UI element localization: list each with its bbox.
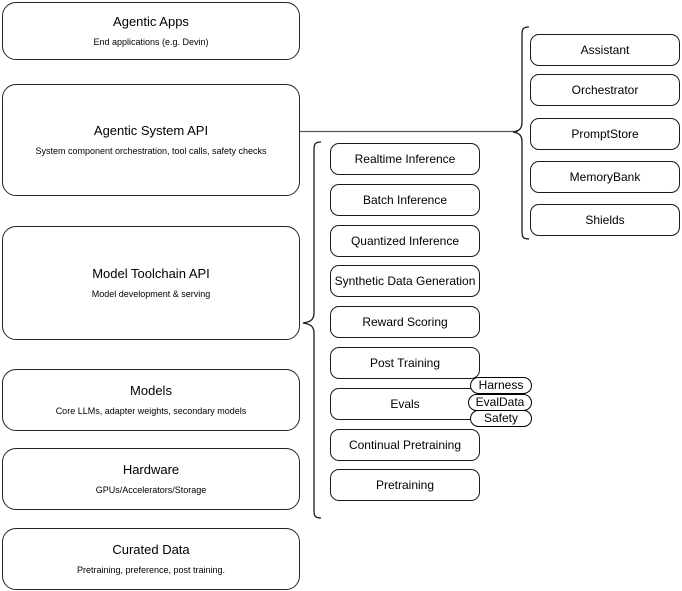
chip-label: Shields [585, 212, 625, 227]
chip-label: Continual Pretraining [348, 437, 462, 452]
chip-label: Quantized Inference [350, 233, 460, 248]
toolchain-chip-realtime-inference[interactable]: Realtime Inference [330, 143, 480, 175]
agentic-chip-memorybank[interactable]: MemoryBank [530, 161, 680, 193]
layer-subtitle: Pretraining, preference, post training. [76, 564, 226, 575]
chip-label: Assistant [580, 42, 630, 57]
layer-subtitle: GPUs/Accelerators/Storage [95, 484, 207, 495]
eval-badge-evaldata[interactable]: EvalData [468, 394, 532, 411]
chip-label: Post Training [369, 355, 441, 370]
toolchain-chip-post-training[interactable]: Post Training [330, 347, 480, 379]
layer-title: Curated Data [112, 542, 190, 558]
layer-box-model-toolchain-api[interactable]: Model Toolchain API Model development & … [2, 226, 300, 340]
layer-title: Models [130, 383, 172, 399]
layer-box-curated-data[interactable]: Curated Data Pretraining, preference, po… [2, 528, 300, 590]
toolchain-chip-evals[interactable]: Evals [330, 388, 480, 420]
agentic-chip-assistant[interactable]: Assistant [530, 34, 680, 66]
chip-label: Realtime Inference [354, 151, 456, 166]
layer-subtitle: System component orchestration, tool cal… [35, 145, 267, 156]
brace-toolchain-components [302, 141, 322, 519]
eval-badge-harness[interactable]: Harness [470, 377, 532, 394]
chip-label: MemoryBank [569, 169, 641, 184]
layer-box-agentic-system-api[interactable]: Agentic System API System component orch… [2, 84, 300, 196]
layer-title: Hardware [122, 462, 180, 478]
agentic-chip-orchestrator[interactable]: Orchestrator [530, 74, 680, 106]
toolchain-chip-pretraining[interactable]: Pretraining [330, 469, 480, 501]
chip-label: Batch Inference [362, 192, 448, 207]
toolchain-chip-quantized-inference[interactable]: Quantized Inference [330, 225, 480, 257]
eval-badge-label: EvalData [475, 395, 525, 409]
connector-agentic-system-to-components [300, 130, 518, 133]
chip-label: Pretraining [375, 477, 435, 492]
layer-title: Agentic Apps [113, 14, 189, 30]
layer-subtitle: Model development & serving [91, 288, 211, 299]
chip-label: Reward Scoring [362, 314, 448, 329]
toolchain-chip-synthetic-data-generation[interactable]: Synthetic Data Generation [330, 265, 480, 297]
layer-subtitle: End applications (e.g. Devin) [93, 36, 209, 47]
layer-box-models[interactable]: Models Core LLMs, adapter weights, secon… [2, 369, 300, 431]
chip-label: PromptStore [571, 126, 639, 141]
chip-label: Evals [390, 396, 420, 411]
layer-subtitle: Core LLMs, adapter weights, secondary mo… [55, 405, 247, 416]
layer-box-agentic-apps[interactable]: Agentic Apps End applications (e.g. Devi… [2, 2, 300, 60]
layer-title: Agentic System API [93, 123, 209, 139]
eval-badge-safety[interactable]: Safety [470, 410, 532, 427]
eval-badge-label: Harness [478, 378, 524, 392]
layer-box-hardware[interactable]: Hardware GPUs/Accelerators/Storage [2, 448, 300, 510]
toolchain-chip-batch-inference[interactable]: Batch Inference [330, 184, 480, 216]
toolchain-chip-continual-pretraining[interactable]: Continual Pretraining [330, 429, 480, 461]
toolchain-chip-reward-scoring[interactable]: Reward Scoring [330, 306, 480, 338]
brace-agentic-components [512, 26, 530, 240]
agentic-chip-shields[interactable]: Shields [530, 204, 680, 236]
chip-label: Orchestrator [571, 82, 639, 97]
agentic-chip-promptstore[interactable]: PromptStore [530, 118, 680, 150]
chip-label: Synthetic Data Generation [334, 273, 476, 288]
eval-badge-label: Safety [483, 411, 519, 425]
layer-title: Model Toolchain API [92, 266, 210, 282]
